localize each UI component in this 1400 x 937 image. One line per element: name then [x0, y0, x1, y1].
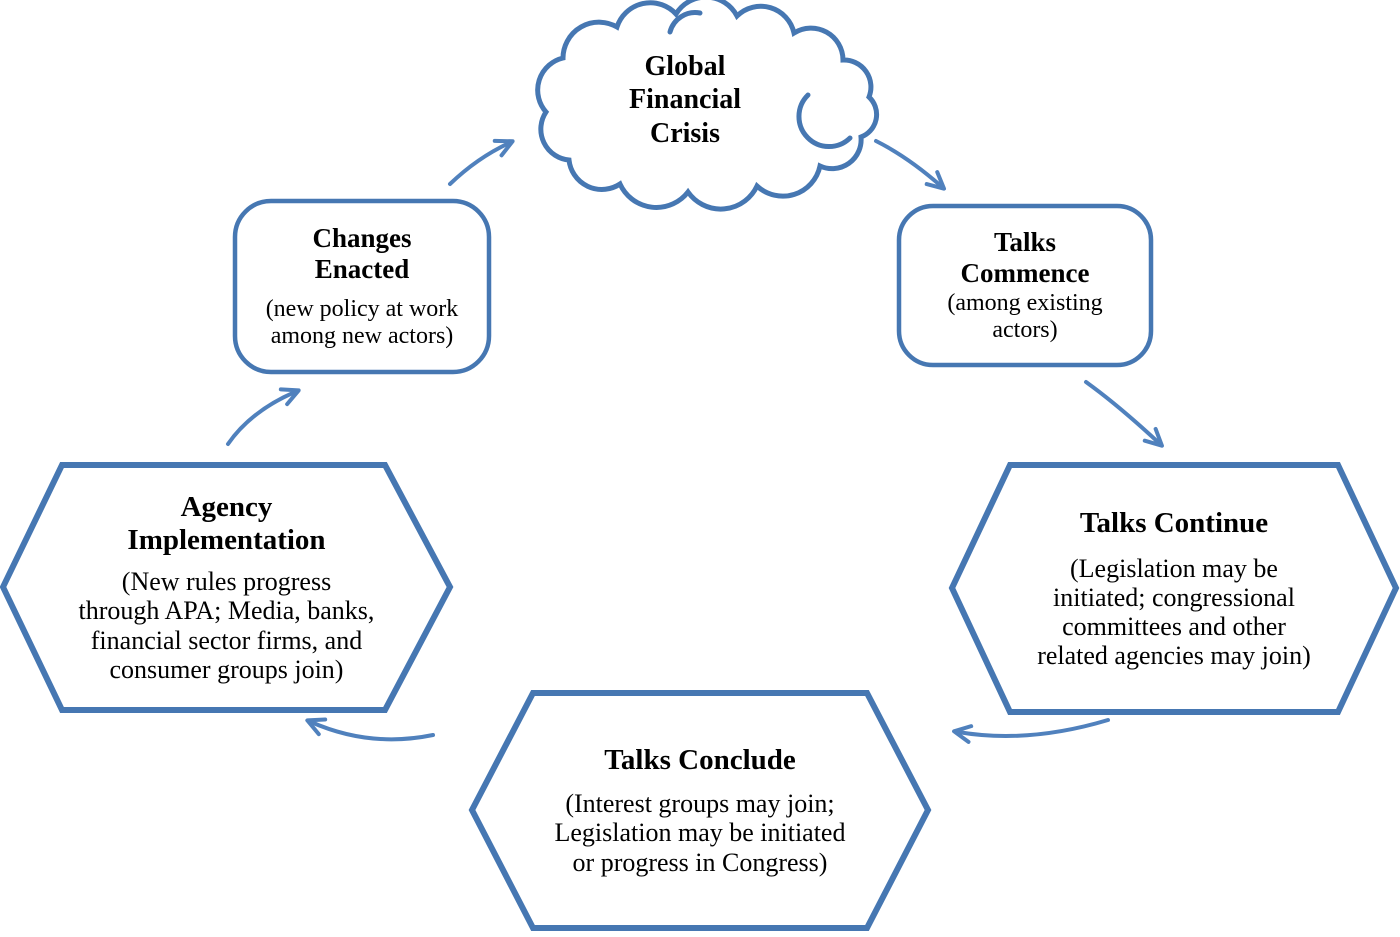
cloud-inner-arc-top — [667, 10, 703, 35]
node-talks-conclude: Talks Conclude (Interest groups may join… — [472, 693, 928, 928]
node-subtitle: (Legislation may be initiated; congressi… — [1037, 554, 1311, 670]
node-subtitle: (New rules progress through APA; Media, … — [79, 567, 375, 683]
subtitle-line: (among existing — [947, 290, 1103, 317]
arrow-continue-to-conclude — [952, 718, 1110, 744]
subtitle-line: related agencies may join) — [1037, 641, 1311, 671]
node-title: Talks Conclude — [604, 744, 796, 777]
arrow-changes-to-crisis — [448, 138, 515, 186]
arrow-crisis-to-commence — [874, 139, 947, 191]
subtitle-line: consumer groups join) — [109, 654, 344, 684]
title-line: Enacted — [314, 253, 410, 284]
talks-continue-hexagon — [948, 462, 1400, 715]
node-talks-continue: Talks Continue (Legislation may be initi… — [952, 465, 1396, 712]
subtitle-line: or progress in Congress) — [572, 847, 828, 877]
arrow-agency-to-changes — [226, 387, 301, 446]
node-subtitle: (Interest groups may join; Legislation m… — [555, 789, 846, 876]
node-title: Changes Enacted — [312, 223, 411, 285]
subtitle-line: (new policy at work — [265, 296, 459, 323]
talks-commence-box — [896, 203, 1154, 368]
title-line: Financial — [628, 84, 741, 116]
node-talks-commence: Talks Commence (among existing actors) — [899, 206, 1151, 365]
title-line: Changes — [312, 222, 412, 253]
subtitle-line: initiated; congressional — [1053, 582, 1295, 612]
subtitle-line: committees and other — [1062, 612, 1286, 642]
arrow-commence-to-continue — [1084, 380, 1164, 448]
arrow-conclude-to-agency — [305, 717, 435, 742]
agency-implementation-hexagon — [0, 462, 454, 713]
subtitle-line: through APA; Media, banks, — [78, 596, 375, 626]
subtitle-line: financial sector firms, and — [90, 625, 363, 655]
node-title: Talks Commence — [961, 227, 1090, 289]
cloud-inner-arc-right — [796, 92, 853, 150]
title-line: Agency — [180, 491, 273, 524]
node-title: Agency Implementation — [127, 491, 325, 557]
subtitle-line: (New rules progress — [121, 567, 332, 597]
title-line: Crisis — [649, 117, 720, 149]
subtitle-line: among new actors) — [270, 323, 454, 350]
subtitle-line: Legislation may be initiated — [554, 818, 846, 848]
subtitle-line: (Interest groups may join; — [565, 789, 835, 819]
subtitle-line: (Legislation may be — [1070, 553, 1278, 583]
node-global-financial-crisis: Global Financial Crisis — [560, 25, 810, 175]
node-title: Global Financial Crisis — [629, 50, 741, 149]
title-line: Talks — [993, 226, 1057, 257]
node-subtitle: (new policy at work among new actors) — [266, 296, 459, 350]
node-title: Talks Continue — [1079, 506, 1269, 539]
title-line: Implementation — [127, 524, 326, 557]
subtitle-line: actors) — [992, 317, 1058, 344]
node-subtitle: (among existing actors) — [947, 290, 1102, 344]
node-agency-implementation: Agency Implementation (New rules progres… — [3, 465, 450, 710]
title-line: Commence — [960, 257, 1090, 288]
cloud-shape — [535, 0, 880, 212]
changes-enacted-box — [232, 198, 492, 375]
title-line: Global — [644, 51, 726, 83]
node-changes-enacted: Changes Enacted (new policy at work amon… — [235, 201, 489, 372]
talks-conclude-hexagon — [468, 690, 932, 931]
